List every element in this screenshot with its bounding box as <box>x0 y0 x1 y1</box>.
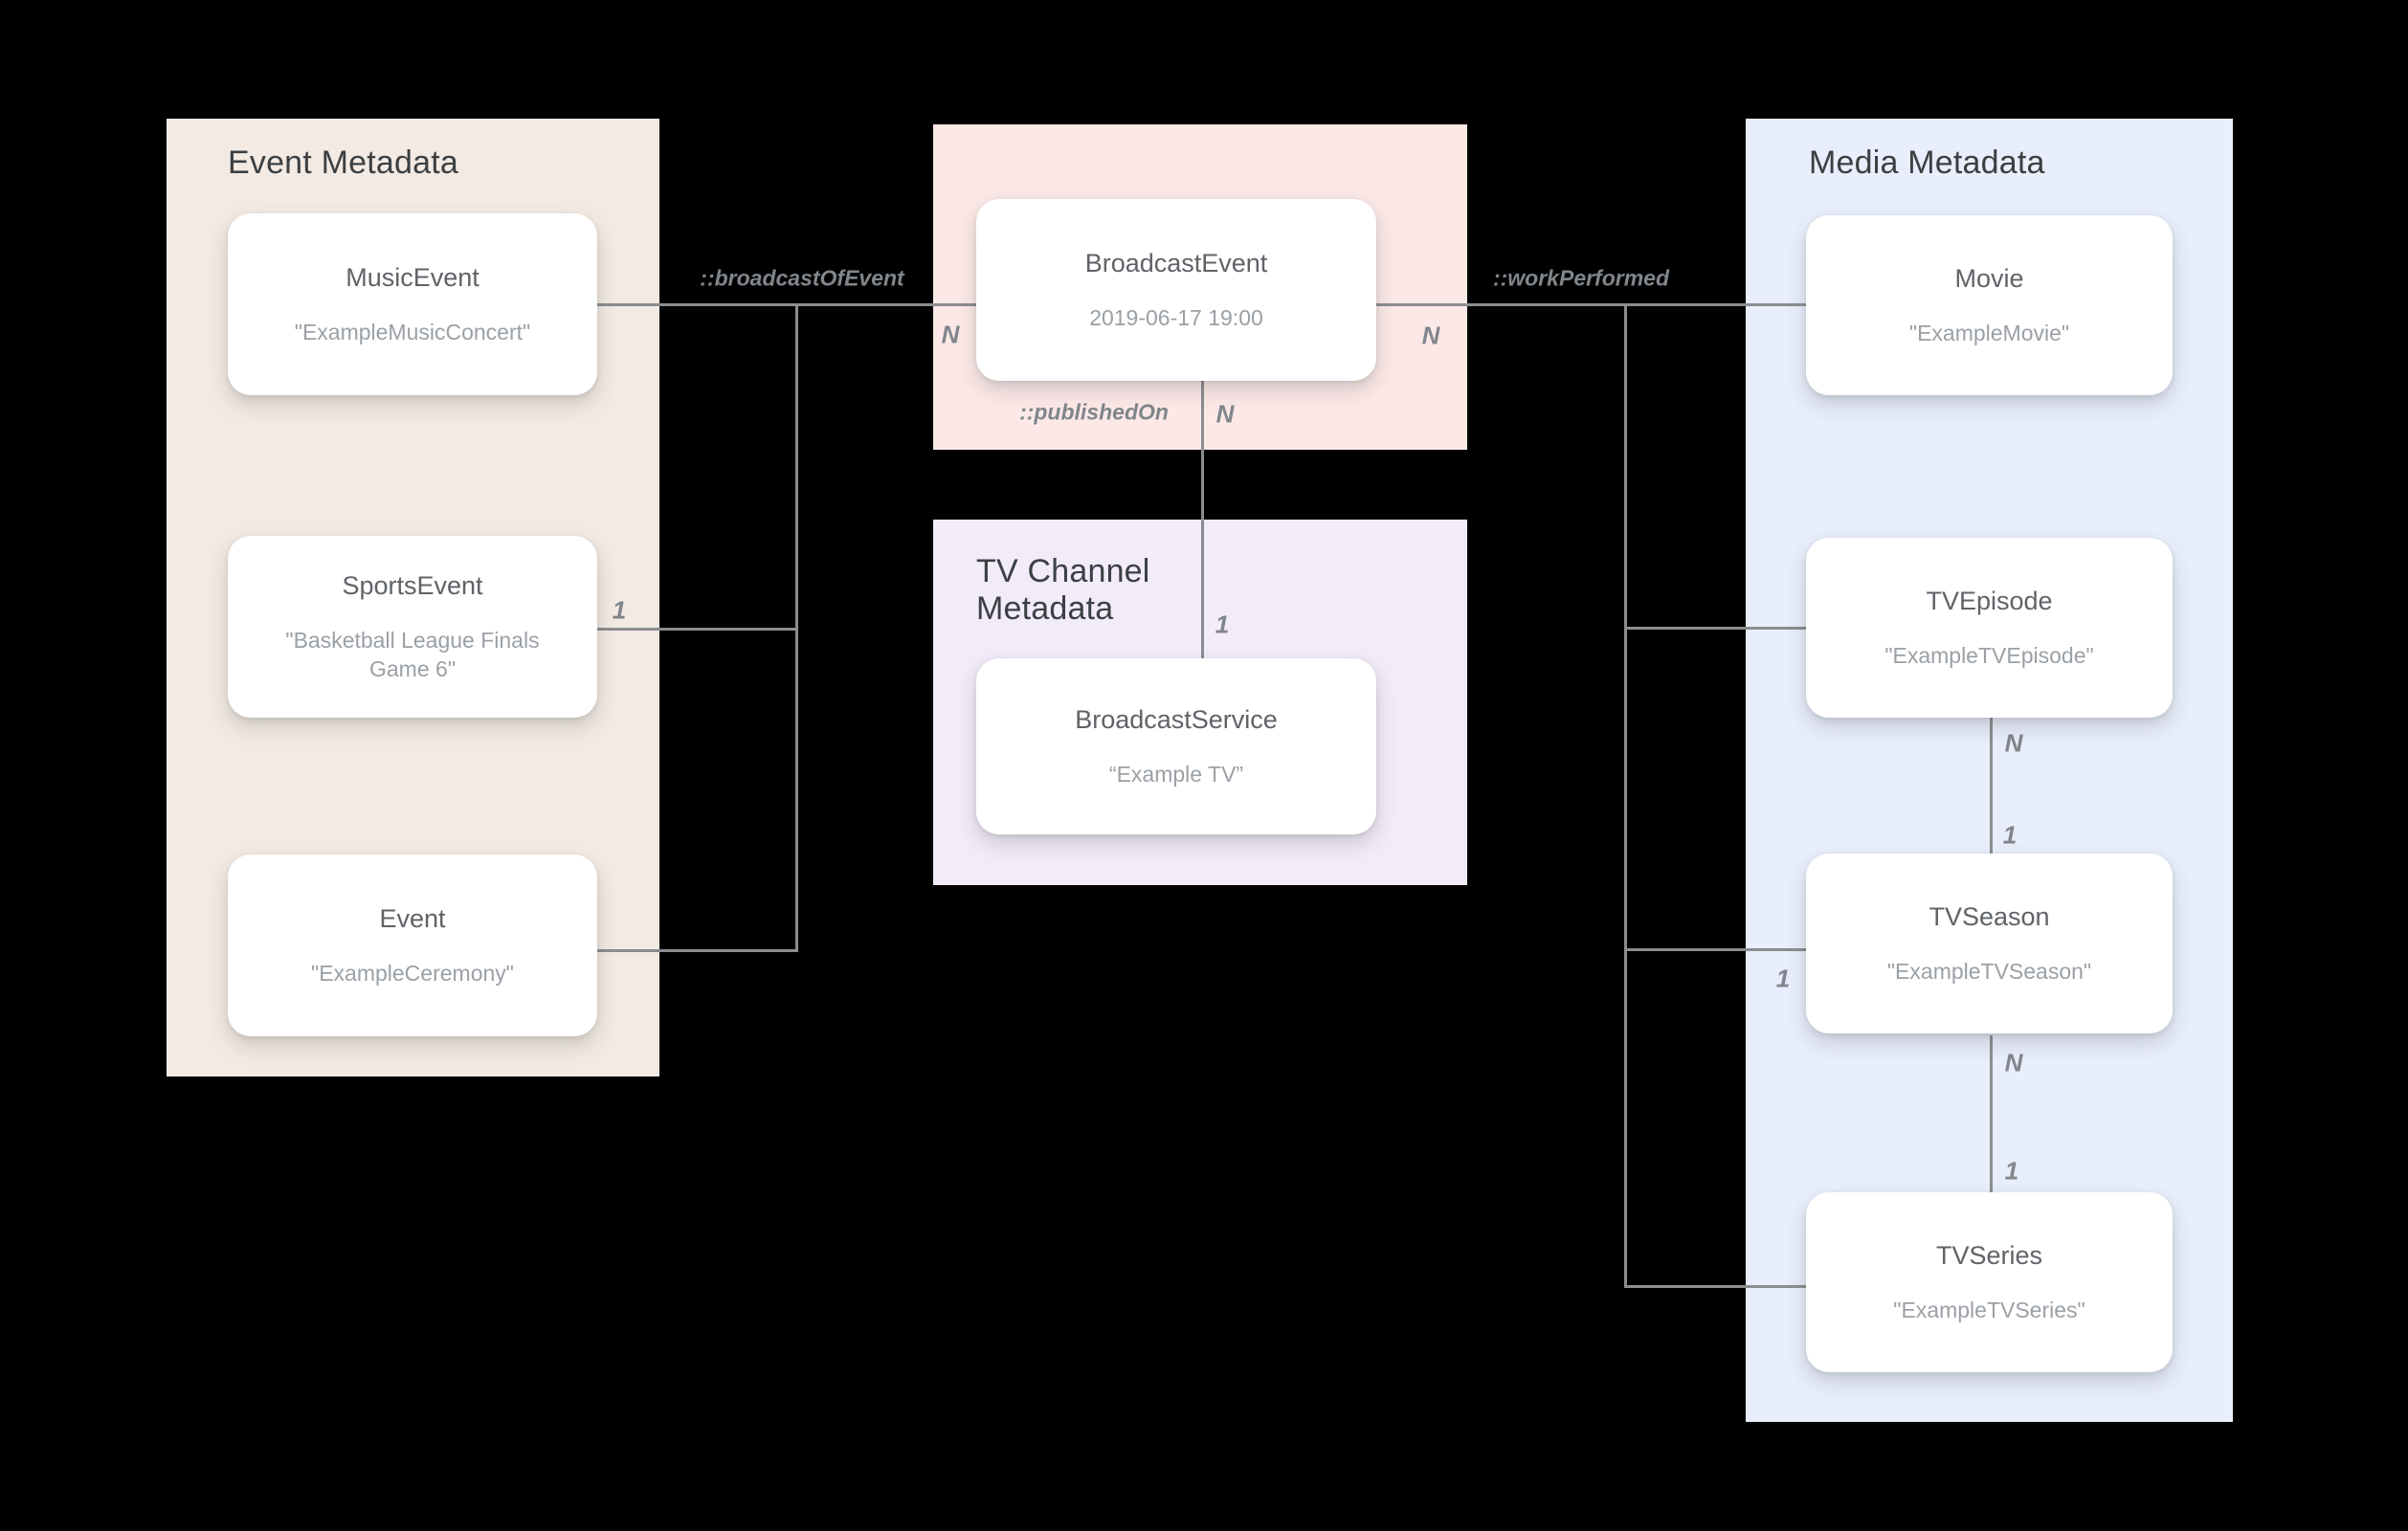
edge-event-line <box>597 949 797 952</box>
edge-publishedon-line <box>1201 378 1204 661</box>
panel-title-media-metadata: Media Metadata <box>1809 144 2045 181</box>
node-event: Event "ExampleCeremony" <box>228 854 597 1036</box>
cardinality-tvepisode-tvseason-1: 1 <box>2002 820 2018 850</box>
node-movie-type: Movie <box>1954 264 2024 293</box>
edge-tvepisode-line <box>1624 627 1806 630</box>
node-tvseason-type: TVSeason <box>1929 902 2050 931</box>
edge-tvseason-line <box>1624 948 1806 951</box>
cardinality-broadcastevent-work-side-n: N <box>1421 321 1440 350</box>
node-tvseason: TVSeason "ExampleTVSeason" <box>1806 854 2173 1033</box>
edge-tvseason-tvseries-line <box>1990 1035 1993 1194</box>
cardinality-tvseason-work-side-1: 1 <box>1775 964 1791 993</box>
node-event-value: "ExampleCeremony" <box>311 961 514 986</box>
cardinality-tvepisode-n: N <box>2004 728 2023 758</box>
node-sportsevent-type: SportsEvent <box>342 571 483 600</box>
panel-title-tv-channel-line2: Metadata <box>976 590 1114 627</box>
node-musicevent-type: MusicEvent <box>346 263 479 292</box>
cardinality-broadcastservice-1: 1 <box>1215 610 1230 639</box>
relation-broadcastofevent-label: ::broadcastOfEvent <box>700 265 904 291</box>
node-broadcastservice-value: “Example TV” <box>1108 762 1244 787</box>
cardinality-tvseason-tvseries-1: 1 <box>2004 1156 2019 1186</box>
node-event-type: Event <box>379 904 446 933</box>
node-musicevent-value: "ExampleMusicConcert" <box>294 320 531 344</box>
node-tvseries-type: TVSeries <box>1935 1241 2043 1270</box>
panel-title-tv-channel-line1: TV Channel <box>976 553 1150 589</box>
edge-tvepisode-tvseason-line <box>1990 716 1993 855</box>
node-broadcastevent: BroadcastEvent 2019-06-17 19:00 <box>976 199 1376 381</box>
node-sportsevent-value: "Basketball League Finals Game 6" <box>285 628 540 681</box>
cardinality-broadcastevent-event-side-n: N <box>941 320 960 349</box>
node-movie-value: "ExampleMovie" <box>1908 321 2070 345</box>
node-broadcastevent-value: 2019-06-17 19:00 <box>1089 305 1263 330</box>
panel-title-tv-channel-metadata: TV Channel Metadata <box>976 553 1150 628</box>
node-musicevent: MusicEvent "ExampleMusicConcert" <box>228 213 597 395</box>
edge-tvseries-line <box>1624 1285 1806 1288</box>
cardinality-broadcastevent-publishedon-n: N <box>1215 399 1235 429</box>
node-tvepisode-value: "ExampleTVEpisode" <box>1884 643 2094 668</box>
node-sportsevent: SportsEvent "Basketball League Finals Ga… <box>228 536 597 718</box>
node-tvseries: TVSeries "ExampleTVSeries" <box>1806 1192 2173 1372</box>
node-broadcastservice: BroadcastService “Example TV” <box>976 658 1376 834</box>
node-tvseries-value: "ExampleTVSeries" <box>1893 1298 2085 1322</box>
edge-sportsevent-line <box>597 628 797 631</box>
cardinality-tvseason-n: N <box>2004 1048 2023 1077</box>
edge-right-trunk-line <box>1624 303 1627 1288</box>
relation-workperformed-label: ::workPerformed <box>1492 265 1670 291</box>
cardinality-sportsevent-1: 1 <box>612 595 627 625</box>
node-broadcastevent-type: BroadcastEvent <box>1084 249 1268 277</box>
node-tvepisode: TVEpisode "ExampleTVEpisode" <box>1806 538 2173 718</box>
node-broadcastservice-type: BroadcastService <box>1075 705 1278 734</box>
node-tvseason-value: "ExampleTVSeason" <box>1886 959 2092 984</box>
node-tvepisode-type: TVEpisode <box>1926 587 2053 615</box>
relation-publishedon-label: ::publishedOn <box>1019 399 1169 425</box>
node-movie: Movie "ExampleMovie" <box>1806 215 2173 395</box>
panel-title-event-metadata: Event Metadata <box>228 144 458 181</box>
